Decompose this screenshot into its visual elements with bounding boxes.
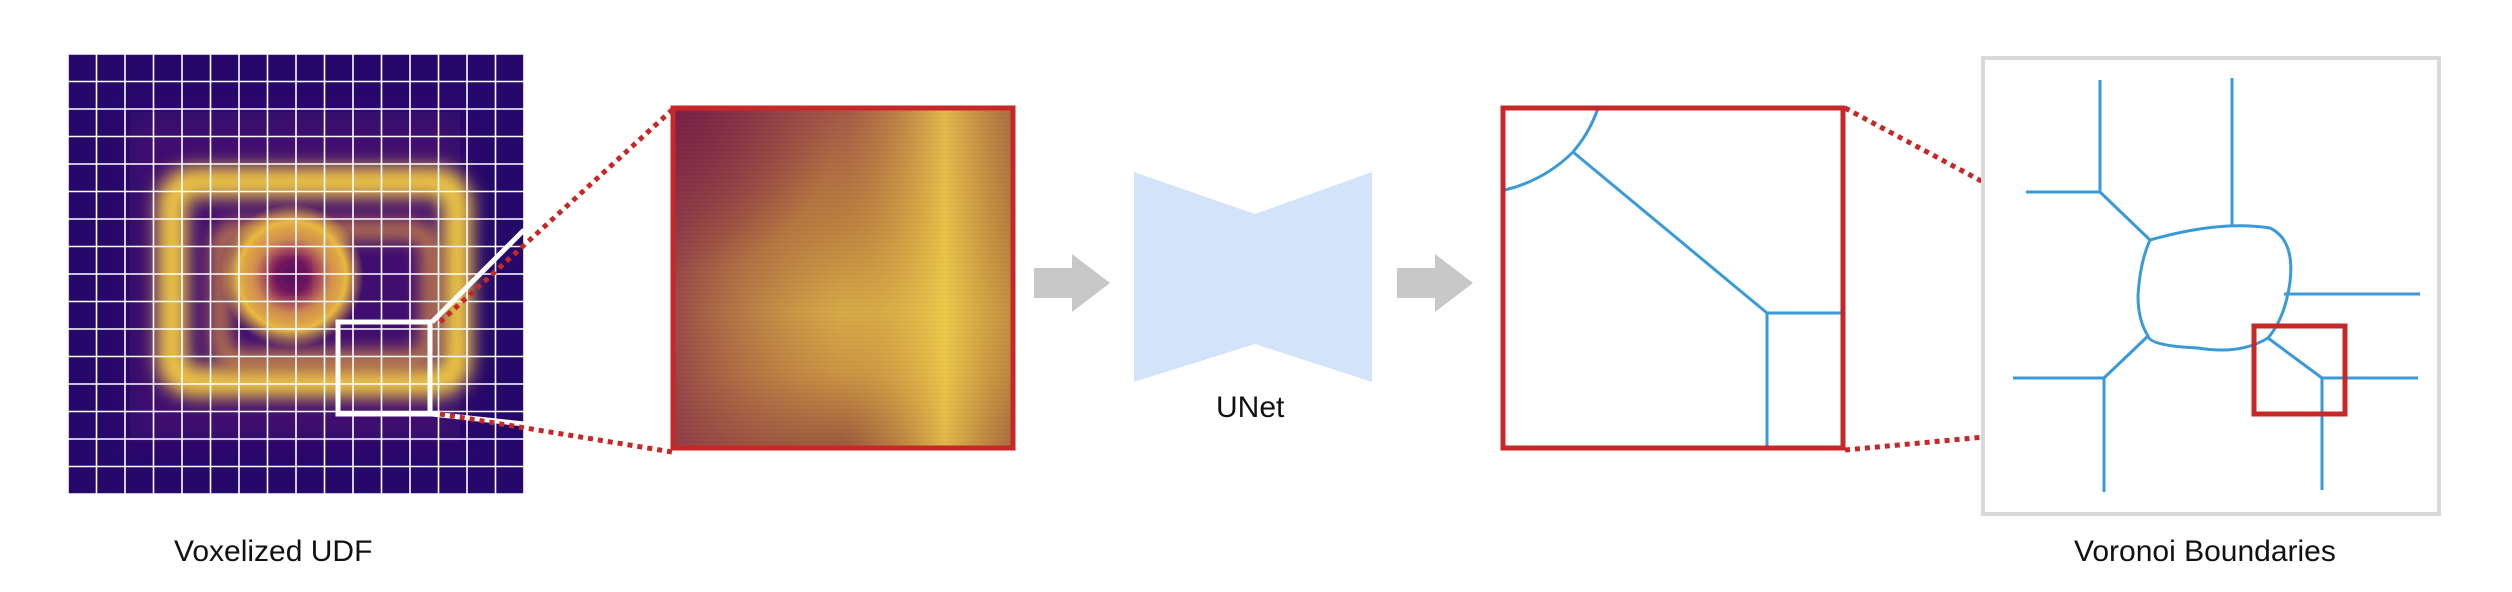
udf-callout-line-bottom — [431, 411, 525, 427]
bowtie-network-icon — [1134, 172, 1372, 382]
caption-voxelized-udf: Voxelized UDF — [174, 535, 373, 568]
zoom-link-top — [438, 108, 674, 324]
zoom-frame — [670, 105, 1016, 451]
voronoi-panel — [1981, 56, 2441, 516]
boundary-edge — [1504, 150, 1575, 192]
arrow-right-icon — [1034, 254, 1110, 312]
unet-block — [1134, 172, 1372, 382]
voronoi-edges — [2013, 78, 2420, 492]
voxel-grid — [67, 53, 525, 495]
caption-unet: UNet — [1216, 391, 1285, 424]
zoom-texture — [673, 109, 1013, 447]
boundary-edge — [1571, 107, 1600, 153]
caption-voronoi-boundaries: Voronoi Boundaries — [2074, 535, 2336, 568]
boundary-edge — [1572, 150, 1768, 315]
zoomed-udf-patch — [670, 105, 1016, 451]
voronoi-frame — [1981, 56, 2441, 516]
zoom-frame — [1500, 105, 1846, 451]
udf-callout-line-top — [430, 228, 526, 324]
udf-zoom-region — [335, 319, 433, 417]
arrow-right-icon — [1397, 254, 1473, 312]
voxelized-udf-panel — [67, 53, 674, 495]
voronoi-zoom-region — [2251, 323, 2348, 417]
